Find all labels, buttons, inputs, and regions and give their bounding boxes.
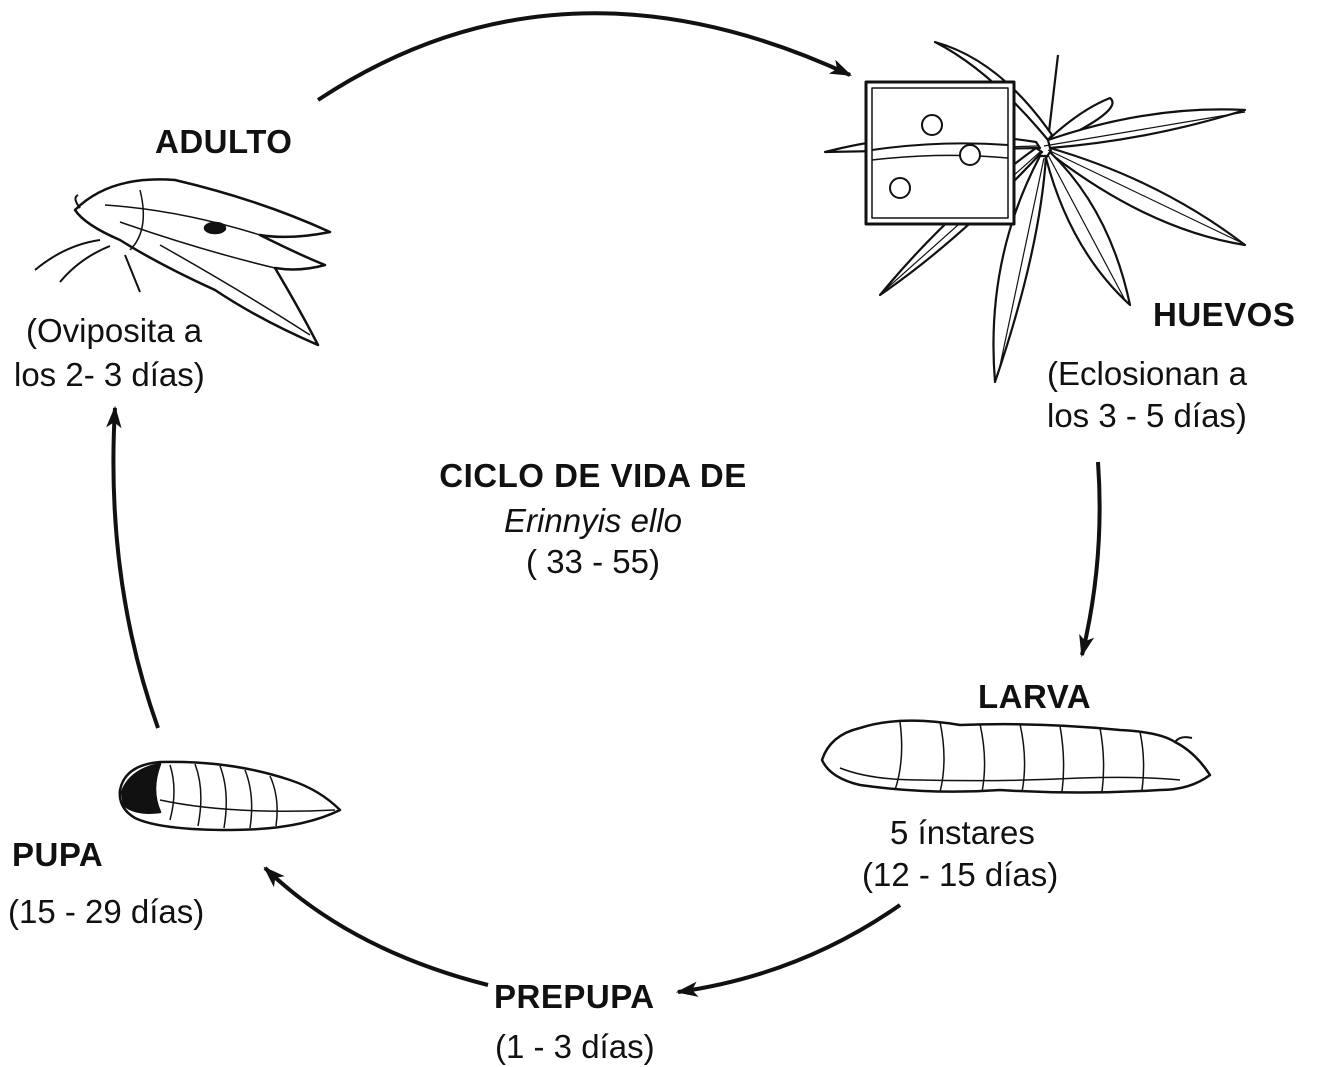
arrow-larva-to-prepupa bbox=[675, 903, 902, 997]
stage-label-pupa: PUPA bbox=[12, 836, 104, 873]
arrow-adulto-to-huevos bbox=[316, 11, 852, 102]
stage-note-larva-line2: (12 - 15 días) bbox=[862, 856, 1059, 893]
caterpillar-illustration bbox=[820, 719, 1212, 794]
stage-note-adulto-line1: (Oviposita a bbox=[26, 312, 203, 349]
stage-note-pupa: (15 - 29 días) bbox=[8, 893, 205, 930]
moth-illustration bbox=[34, 178, 332, 347]
stage-note-adulto-line2: los 2- 3 días) bbox=[14, 356, 205, 393]
stage-label-prepupa: PREPUPA bbox=[494, 978, 655, 1015]
stage-label-huevos: HUEVOS bbox=[1153, 296, 1296, 333]
stage-note-huevos-line1: (Eclosionan a bbox=[1047, 355, 1247, 392]
cassava-leaf-with-eggs-illustration bbox=[823, 40, 1247, 384]
stage-label-larva: LARVA bbox=[978, 678, 1092, 715]
stage-note-huevos-line2: los 3 - 5 días) bbox=[1047, 397, 1247, 434]
cycle-duration: ( 33 - 55) bbox=[526, 543, 660, 580]
stage-note-prepupa: (1 - 3 días) bbox=[495, 1028, 655, 1065]
species-name: Erinnyis ello bbox=[504, 502, 682, 539]
cycle-title: CICLO DE VIDA DE bbox=[439, 457, 747, 494]
pupa-illustration bbox=[118, 760, 342, 832]
stage-label-adulto: ADULTO bbox=[155, 123, 293, 160]
arrow-prepupa-to-pupa bbox=[263, 866, 489, 987]
arrow-huevos-to-larva bbox=[1079, 461, 1102, 658]
stage-note-larva-line1: 5 ínstares bbox=[890, 814, 1035, 851]
arrow-pupa-to-adulto bbox=[106, 405, 160, 729]
